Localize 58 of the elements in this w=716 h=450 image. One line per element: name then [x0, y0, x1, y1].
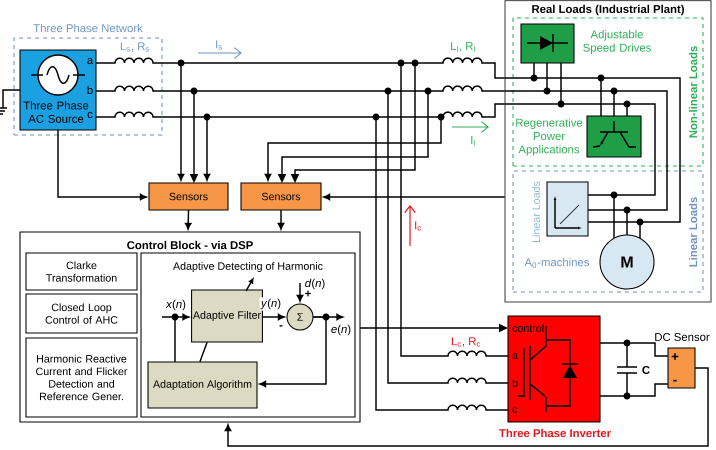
algorithm-box: Adaptation Algorithm	[147, 361, 258, 409]
transistor-box: Regenerative Power Applications	[516, 115, 642, 158]
phase-line	[372, 114, 508, 411]
arrow	[162, 314, 190, 320]
edge-label: y(n)	[260, 297, 282, 311]
edge-label: e(n)	[330, 323, 352, 337]
arrow	[264, 117, 442, 181]
arrow	[190, 91, 198, 183]
phase-line	[96, 103, 504, 118]
node-label: Adjustable Speed Drives	[583, 30, 651, 54]
node-label: DC Sensor	[655, 333, 710, 342]
ac-source-box: Three Phase AC Source a b c	[19, 49, 97, 131]
inverter-box: control a b c Three Phase Inverter	[499, 315, 611, 438]
arrow	[360, 324, 508, 332]
component-label: I$_{c}$	[415, 221, 422, 231]
arrow	[178, 63, 184, 181]
component-label: L$_{c}$, R$_{c}$	[452, 337, 480, 347]
node-label: Three Phase Inverter	[499, 428, 611, 438]
node-label: Linear Loads	[532, 182, 540, 242]
arrow	[204, 117, 210, 181]
node-label: Three Phase Network	[33, 24, 143, 32]
arrow	[278, 91, 429, 183]
function-box: Harmonic Reactive Current and Flicker Detection and Reference Gener.	[25, 337, 138, 418]
component-label: L$_{s}$, R$_{s}$	[120, 42, 150, 52]
node-label: Regenerative Power Applications	[516, 118, 582, 156]
phase-line	[384, 88, 508, 384]
dc-line	[600, 383, 668, 397]
component-label: L$_{l}$, R$_{l}$	[451, 42, 475, 52]
phase-line	[96, 85, 504, 92]
dc-sensor-box: DC Sensor + -	[655, 333, 710, 389]
arrow	[184, 210, 192, 230]
rectifier-box: Adjustable Speed Drives	[520, 23, 651, 64]
phase-line	[398, 60, 508, 357]
line	[199, 342, 208, 362]
sign-label: +	[305, 290, 311, 296]
arrow	[262, 314, 285, 320]
line	[172, 314, 178, 362]
arrow	[259, 316, 327, 388]
function-box: Closed Loop Control of AHC	[25, 293, 138, 334]
component-label: I$_{l}$	[471, 136, 475, 146]
arrow	[296, 283, 304, 302]
sensor-box: Sensors	[148, 182, 229, 211]
component-label: I$_{s}$	[216, 40, 222, 50]
arrow	[57, 130, 147, 200]
node-label: A$_{0}$-machines	[524, 258, 590, 268]
dc-line	[600, 342, 668, 357]
sign-label: -	[280, 325, 282, 327]
component-label: C	[642, 366, 650, 374]
arrow	[290, 63, 416, 183]
linear-load-box: Linear Loads	[532, 181, 589, 242]
edge-label: d(n)	[303, 277, 327, 291]
edge-label: x(n)	[164, 298, 188, 312]
arrow	[278, 210, 284, 230]
arrow	[224, 367, 709, 447]
function-box: Clarke Transformation	[25, 252, 138, 291]
phase-line	[96, 57, 504, 79]
sensor-box: Sensors	[240, 182, 322, 211]
arrow	[323, 194, 504, 200]
